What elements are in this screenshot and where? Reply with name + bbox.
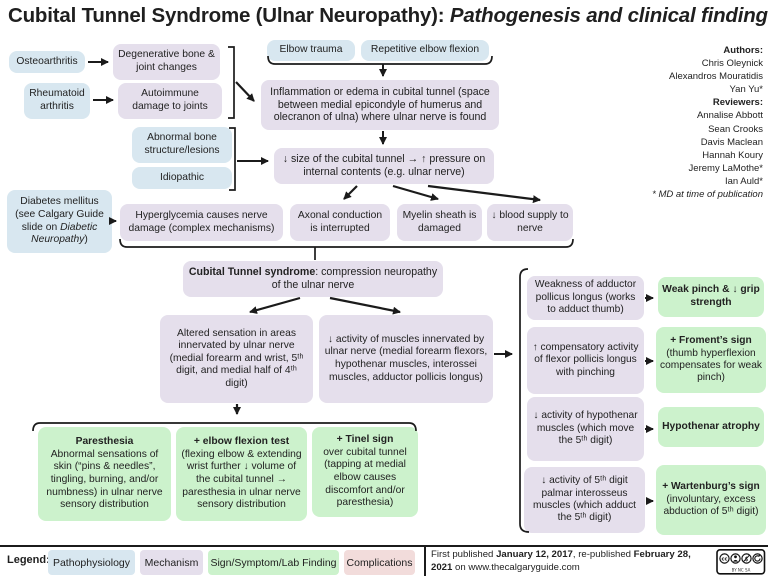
- legend-complications: Complications: [344, 550, 415, 575]
- box-wartenburg-sign: + Wartenburg’s sign (involuntary, excess…: [656, 465, 766, 535]
- arrow-joint-to-inflammation: [235, 81, 255, 102]
- author: Chris Oleynick: [701, 58, 763, 70]
- arrow-size-to-axonal: [343, 185, 358, 200]
- cc-license-icon: cc $ BY NC SA: [716, 549, 766, 575]
- reviewer: Annalise Abbott: [696, 110, 763, 122]
- box-blood-supply: ↓ blood supply to nerve: [487, 204, 573, 241]
- title-subtitle: Pathogenesis and clinical findings: [449, 4, 768, 27]
- box-weak-pinch: Weak pinch & ↓ grip strength: [658, 277, 764, 317]
- diabetes-italic-text: Diabetic Neuropathy: [31, 221, 98, 246]
- wartenburg-heading: + Wartenburg’s sign: [662, 481, 760, 493]
- republished-date: February 28, 2021: [431, 549, 691, 573]
- first-published-date: January 12, 2017: [496, 549, 573, 560]
- box-osteoarthritis: Osteoarthritis: [9, 51, 85, 73]
- box-weakness-adductor: Weakness of adductor pollicus longus (wo…: [527, 276, 644, 320]
- cts-heading: Cubital Tunnel syndrome: [188, 266, 316, 279]
- elbow-flexion-heading: + elbow flexion test: [193, 436, 290, 448]
- cts-body: : compression neuropathy of the ulnar ne…: [271, 266, 438, 291]
- box-hypothenar-atrophy: Hypothenar atrophy: [658, 407, 764, 447]
- paresthesia-heading: Paresthesia: [75, 436, 134, 448]
- froment-heading: + Froment’s sign: [670, 335, 752, 347]
- arrow-cts-to-motor: [329, 296, 401, 315]
- box-hyperglycemia: Hyperglycemia causes nerve damage (compl…: [120, 204, 283, 241]
- wartenburg-body: (involuntary, excess abduction of 5ᵗʰ di…: [663, 493, 759, 518]
- reviewer: Ian Auld*: [724, 175, 763, 187]
- website-text: on www.thecalgaryguide.com: [452, 562, 580, 573]
- title-main: Cubital Tunnel Syndrome (Ulnar Neuropath…: [8, 4, 450, 27]
- reviewer: Jeremy LaMothe*: [688, 162, 763, 174]
- box-myelin-sheath: Myelin sheath is damaged: [397, 204, 482, 241]
- md-note: * MD at time of publication: [652, 189, 763, 201]
- box-tunnel-size-pressure: ↓ size of the cubital tunnel → ↑ pressur…: [274, 148, 494, 184]
- box-autoimmune-damage: Autoimmune damage to joints: [118, 83, 222, 119]
- svg-text:cc: cc: [722, 556, 728, 562]
- tinel-body: over cubital tunnel (tapping at medial e…: [323, 446, 407, 509]
- reviewers-label: Reviewers:: [712, 97, 763, 109]
- box-elbow-flexion-test: + elbow flexion test (flexing elbow & ex…: [176, 427, 307, 521]
- reviewer: Hannah Koury: [702, 149, 763, 161]
- legend-pathophysiology-label: Pathophysiology: [52, 556, 131, 569]
- box-axonal-conduction: Axonal conduction is interrupted: [290, 204, 390, 241]
- bracket-joint-changes: [228, 46, 235, 119]
- reviewer: Davis Maclean: [700, 136, 763, 148]
- legend-sign-symptom-label: Sign/Symptom/Lab Finding: [210, 556, 337, 569]
- arrow-size-to-blood: [427, 184, 541, 204]
- box-interosseus-activity: ↓ activity of 5ᵗʰ digit palmar interosse…: [524, 467, 645, 533]
- arrow-size-to-myelin: [392, 184, 439, 201]
- svg-text:BY NC SA: BY NC SA: [732, 568, 751, 573]
- box-cubital-tunnel-syndrome: Cubital Tunnel syndrome: compression neu…: [183, 261, 443, 297]
- footer-vertical-divider: [424, 545, 426, 576]
- box-hypothenar-activity: ↓ activity of hypothenar muscles (which …: [527, 397, 644, 461]
- footer-divider: [0, 545, 768, 547]
- author: Alexandros Mouratidis: [669, 71, 763, 83]
- legend-complications-label: Complications: [346, 556, 413, 569]
- box-altered-sensation: Altered sensation in areas innervated by…: [160, 315, 313, 403]
- svg-text:$: $: [745, 556, 749, 563]
- box-rheumatoid-arthritis: Rheumatoid arthritis: [24, 83, 90, 119]
- author: Yan Yu*: [729, 84, 763, 96]
- legend-sign-symptom: Sign/Symptom/Lab Finding: [208, 550, 339, 575]
- box-idiopathic: Idiopathic: [132, 167, 232, 189]
- authors-label: Authors:: [723, 45, 763, 56]
- box-elbow-trauma: Elbow trauma: [267, 40, 355, 61]
- box-froment-sign: + Froment’s sign (thumb hyperflexion com…: [656, 327, 766, 393]
- box-diabetes-mellitus: Diabetes mellitus (see Calgary Guide sli…: [7, 190, 112, 253]
- credits-panel: Authors: Chris Oleynick Alexandros Moura…: [603, 44, 763, 201]
- elbow-flexion-body: (flexing elbow & extending wrist further…: [181, 448, 302, 511]
- page-title: Cubital Tunnel Syndrome (Ulnar Neuropath…: [8, 4, 768, 28]
- reviewer: Sean Crooks: [708, 123, 763, 135]
- box-muscle-activity: ↓ activity of muscles innervated by ulna…: [319, 315, 493, 403]
- box-paresthesia: Paresthesia Abnormal sensations of skin …: [38, 427, 171, 521]
- publication-note: First published January 12, 2017, re-pub…: [431, 549, 691, 573]
- tinel-heading: + Tinel sign: [336, 434, 394, 446]
- box-repetitive-elbow-flexion: Repetitive elbow flexion: [361, 40, 489, 61]
- box-inflammation-edema: Inflammation or edema in cubital tunnel …: [261, 80, 499, 130]
- paresthesia-body: Abnormal sensations of skin (“pins & nee…: [46, 448, 163, 511]
- legend-mechanism: Mechanism: [140, 550, 203, 575]
- box-tinel-sign: + Tinel sign over cubital tunnel (tappin…: [312, 427, 418, 517]
- box-degenerative-changes: Degenerative bone & joint changes: [113, 44, 220, 80]
- legend-pathophysiology: Pathophysiology: [48, 550, 135, 575]
- arrow-cts-to-sensation: [249, 296, 301, 314]
- diabetes-text: Diabetes mellitus (see Calgary Guide sli…: [15, 196, 104, 233]
- froment-body: (thumb hyperflexion compensates for weak…: [660, 347, 762, 384]
- box-abnormal-bone: Abnormal bone structure/lesions: [132, 127, 232, 163]
- legend-mechanism-label: Mechanism: [144, 556, 199, 569]
- box-compensatory-fpl: ↑ compensatory activity of flexor pollic…: [527, 327, 644, 394]
- legend-label: Legend:: [7, 554, 50, 566]
